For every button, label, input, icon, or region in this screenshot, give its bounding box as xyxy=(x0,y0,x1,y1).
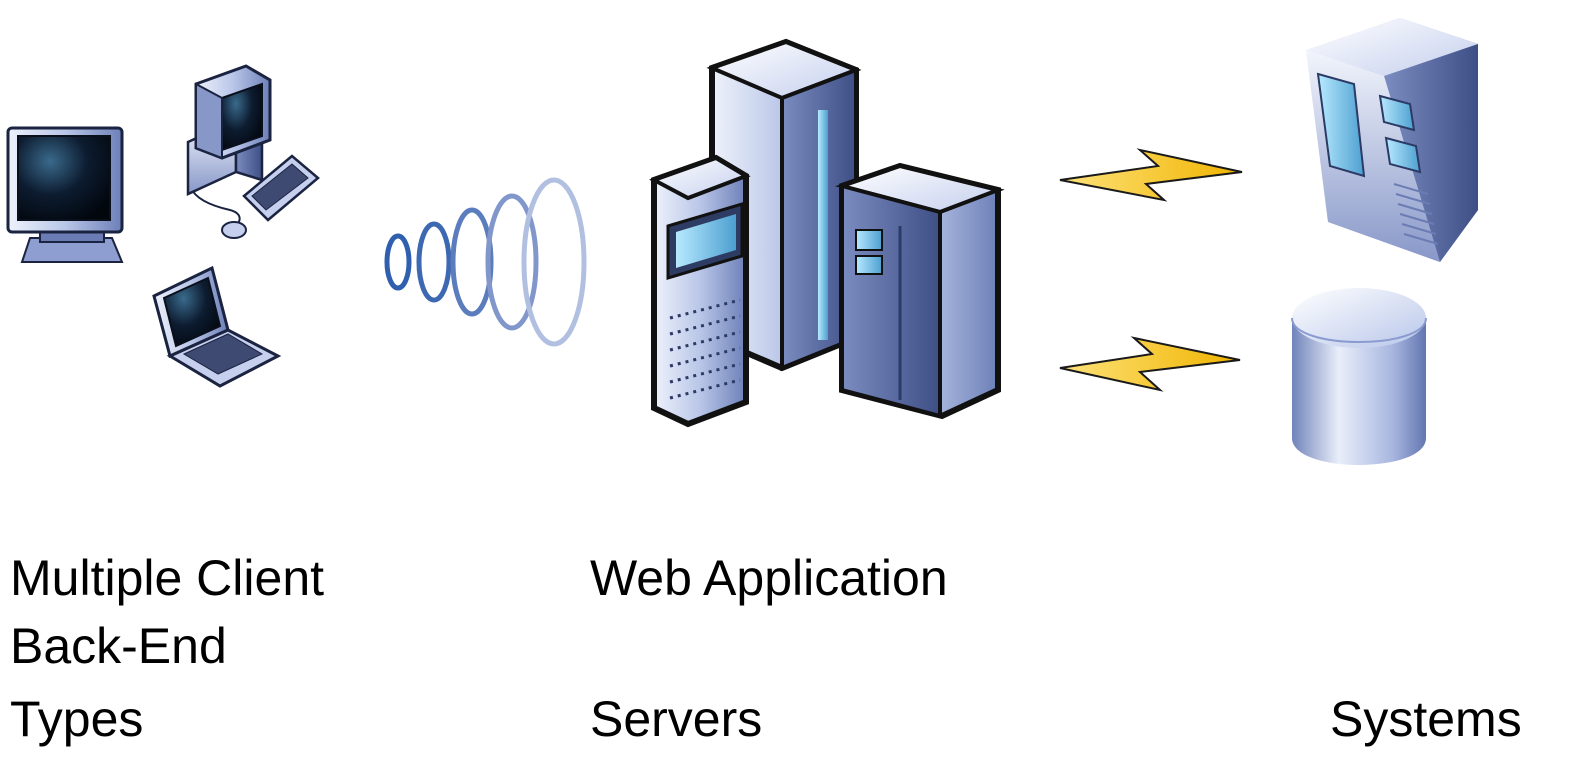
lightning-bolt-icon xyxy=(1059,336,1241,392)
desktop-monitor-icon xyxy=(6,126,124,263)
servers-label-line1: Web Application xyxy=(590,550,948,606)
clients-label-line1: Multiple Client xyxy=(10,550,325,606)
backend-label-line2: Systems xyxy=(1330,691,1522,747)
lightning-bolt-icon xyxy=(1059,148,1243,202)
desktop-computer-icon xyxy=(186,64,320,239)
laptop-icon xyxy=(152,265,282,388)
backend-label-line1: Back-End xyxy=(10,618,227,674)
clients-label-line2: Types xyxy=(10,691,144,747)
database-icon xyxy=(1291,288,1427,465)
web-server-cluster-icon xyxy=(649,38,1005,428)
signal-waves-icon xyxy=(360,177,620,347)
servers-label-line2: Servers xyxy=(590,691,763,747)
server-tower-icon xyxy=(1306,18,1478,262)
